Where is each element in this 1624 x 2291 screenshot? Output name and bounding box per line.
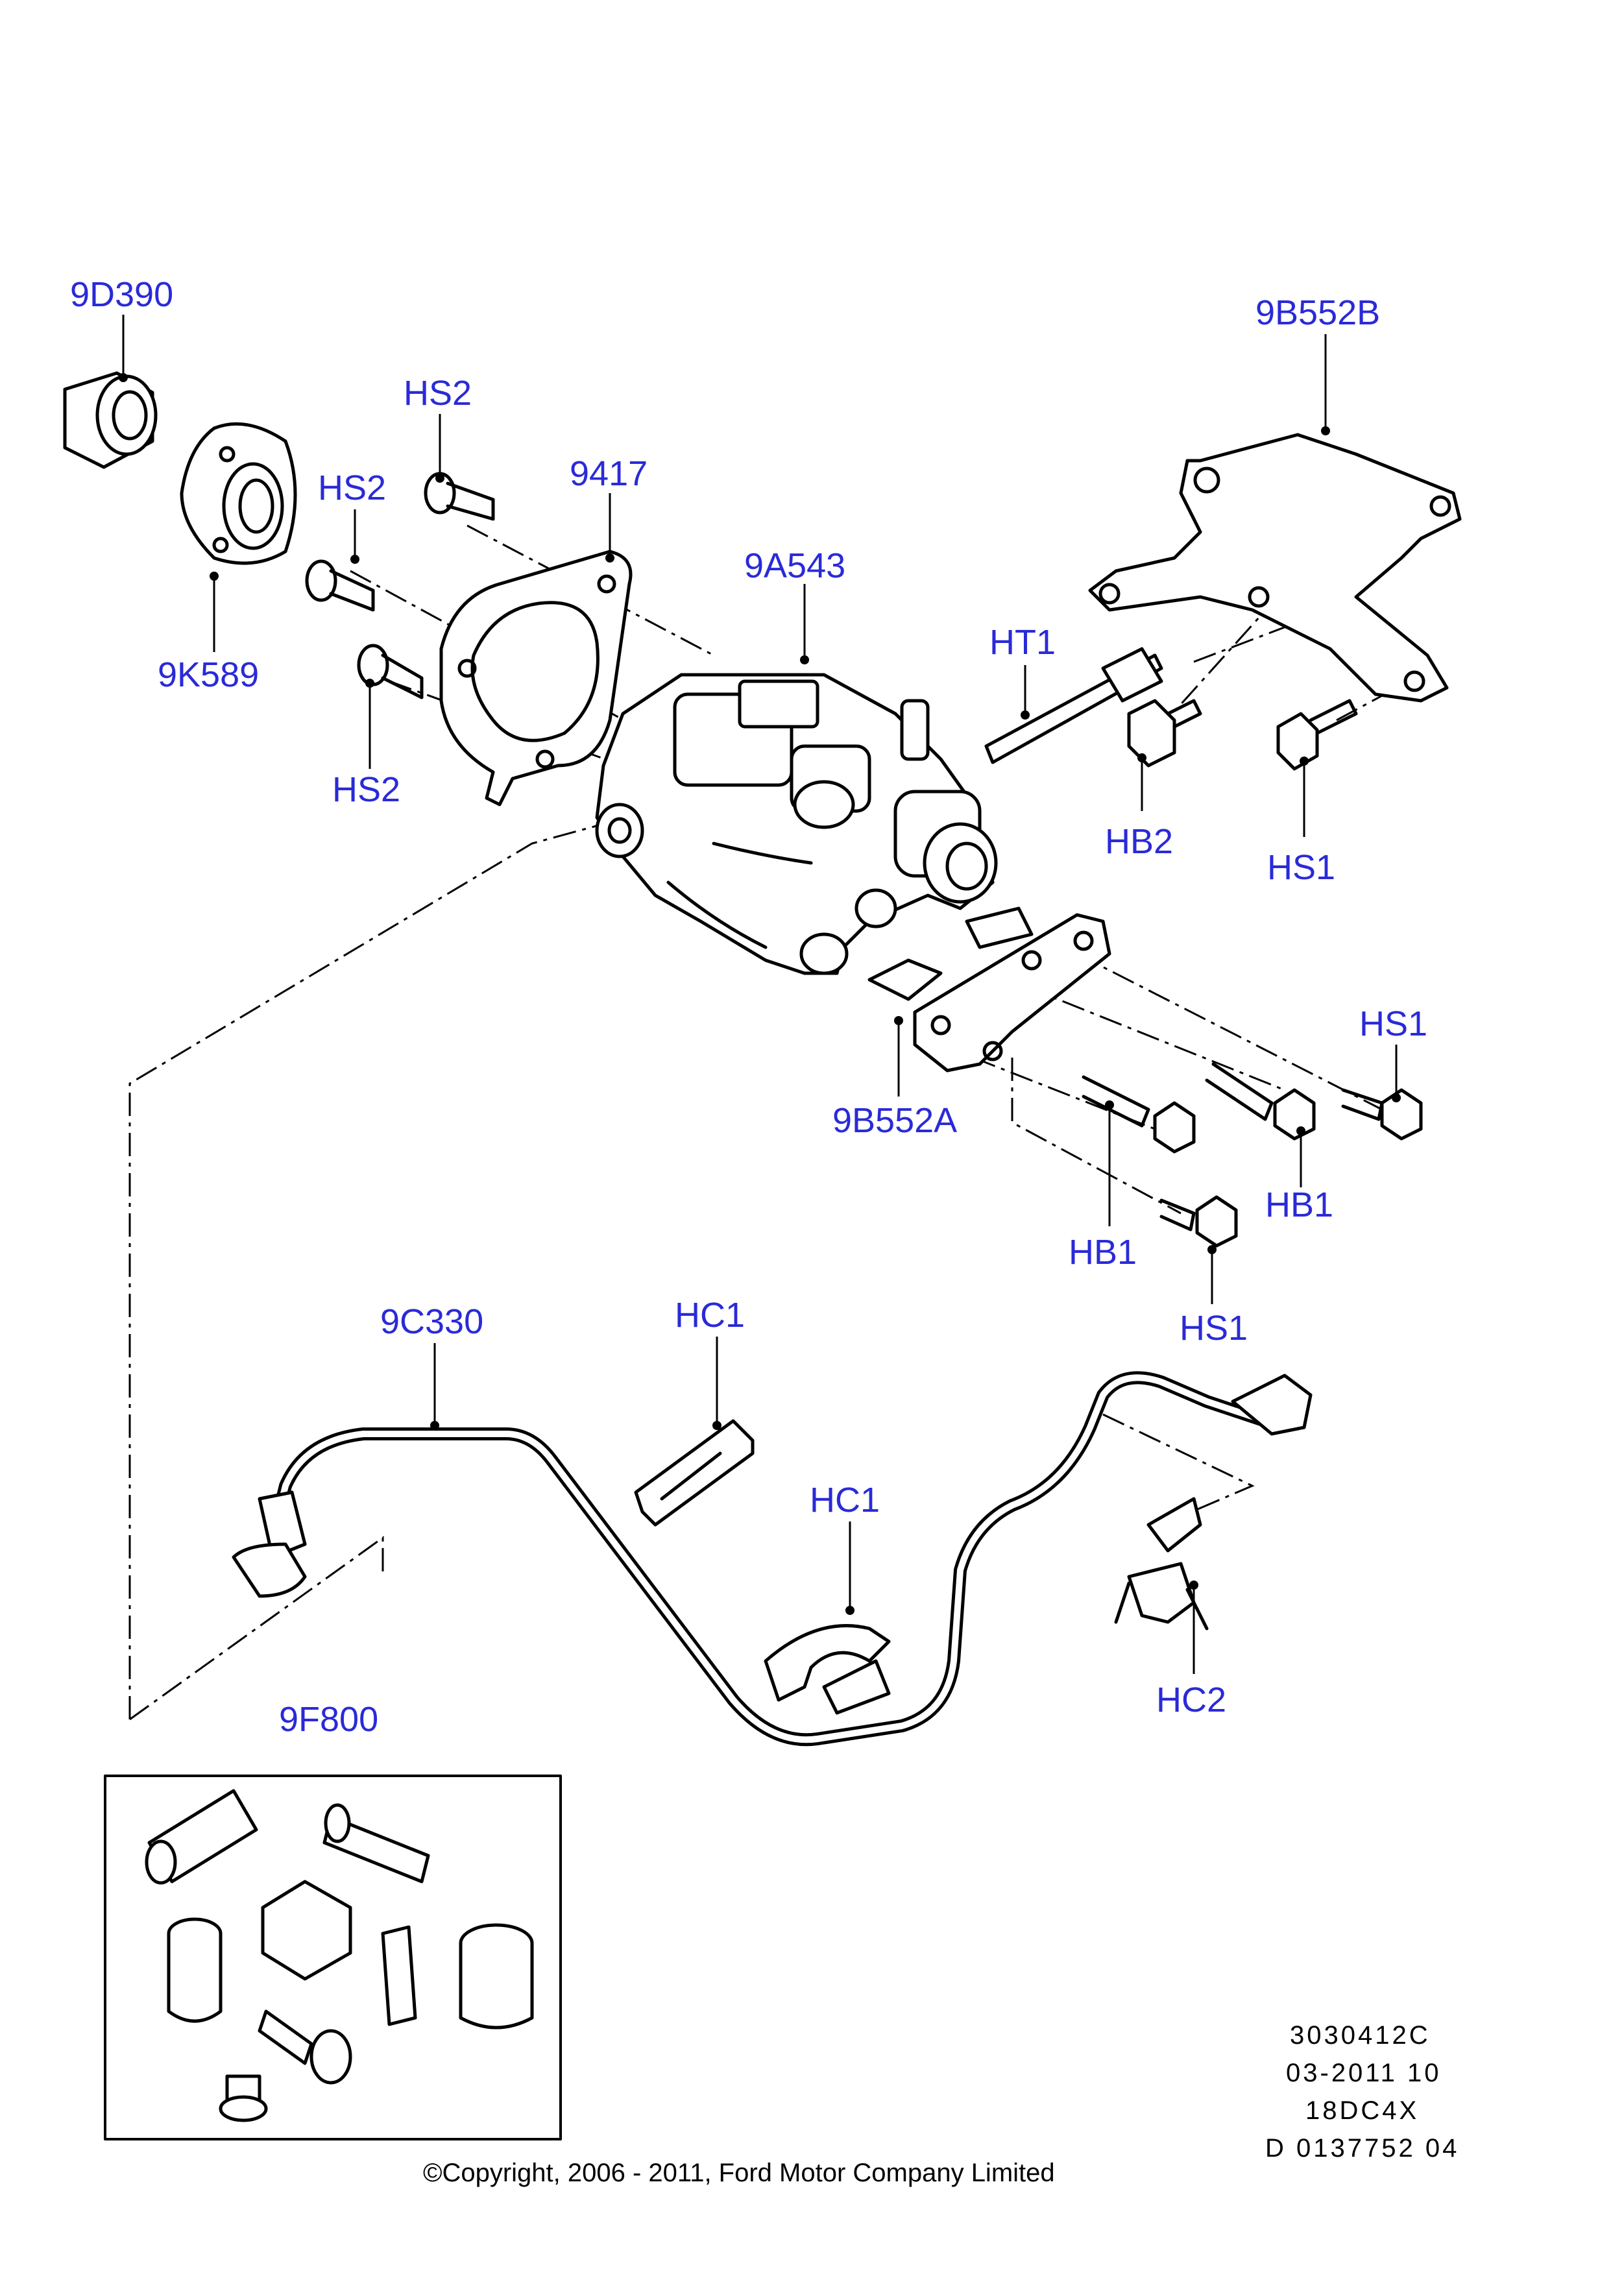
callout-9d390[interactable]: 9D390 (70, 275, 173, 314)
callout-hb2[interactable]: HB2 (1105, 822, 1173, 861)
kit-9f800[interactable] (104, 1775, 562, 2140)
reference-line-1: 3030412C (1290, 2021, 1431, 2050)
callout-9c330[interactable]: 9C330 (380, 1302, 483, 1341)
callout-9b552b[interactable]: 9B552B (1255, 293, 1380, 332)
callout-9b552a[interactable]: 9B552A (832, 1101, 957, 1140)
callout-hc1-top[interactable]: HC1 (675, 1296, 745, 1335)
callout-9k589[interactable]: 9K589 (158, 655, 259, 694)
bolt-hs1-bottom[interactable] (1159, 1195, 1238, 1248)
bolt-hb1-right[interactable] (1205, 1062, 1316, 1141)
pump-9a543[interactable] (595, 673, 998, 975)
callout-hs2-mid[interactable]: HS2 (318, 468, 386, 507)
callout-hs1-top[interactable]: HS1 (1267, 848, 1335, 887)
callout-hb1-left[interactable]: HB1 (1069, 1233, 1137, 1272)
clip-hc1-top[interactable] (634, 1419, 755, 1527)
callout-labels: 9D390 9K589 HS2 HS2 HS2 9417 9A543 9B552… (70, 275, 1427, 1739)
stud-ht1[interactable] (984, 647, 1163, 764)
gasket-9417[interactable] (439, 550, 633, 806)
callout-9f800[interactable]: 9F800 (279, 1700, 378, 1739)
reference-line-2: 03-2011 10 (1286, 2059, 1441, 2087)
callout-hc2[interactable]: HC2 (1156, 1680, 1226, 1719)
fuel-pipe-9c330[interactable] (232, 1371, 1313, 1747)
callout-hs1-bottom[interactable]: HS1 (1180, 1309, 1248, 1348)
reference-block: 3030412C 03-2011 10 18DC4X D 0137752 04 (1265, 2021, 1459, 2163)
copyright-text: ©Copyright, 2006 - 2011, Ford Motor Comp… (423, 2159, 1055, 2187)
callout-hs2-low[interactable]: HS2 (332, 770, 400, 809)
callout-hs2-top[interactable]: HS2 (404, 374, 472, 413)
clip-hc2[interactable] (1114, 1497, 1209, 1630)
callout-9a543[interactable]: 9A543 (744, 546, 845, 585)
bolt-hs1-right[interactable] (1341, 1088, 1423, 1141)
callout-ht1[interactable]: HT1 (989, 623, 1056, 662)
bracket-9b552a[interactable] (867, 906, 1111, 1073)
leader-lines (119, 315, 1401, 1674)
bolt-hs2-mid[interactable] (305, 559, 375, 612)
reference-line-4: D 0137752 04 (1265, 2134, 1459, 2163)
callout-9417[interactable]: 9417 (570, 454, 648, 493)
callout-hs1-right[interactable]: HS1 (1359, 1004, 1427, 1043)
bolt-hb1-left[interactable] (1082, 1075, 1196, 1154)
callout-hc1-bottom[interactable]: HC1 (810, 1481, 880, 1520)
hub-9k589[interactable] (180, 422, 297, 565)
bracket-9b552b[interactable] (1088, 433, 1462, 703)
bolt-hs2-top[interactable] (424, 472, 495, 521)
callout-hb1-right[interactable]: HB1 (1265, 1185, 1333, 1224)
bolt-hs1-top[interactable] (1276, 699, 1358, 771)
reference-line-3: 18DC4X (1305, 2096, 1419, 2125)
bolt-hs2-low[interactable] (357, 644, 424, 699)
clip-hc1-bottom[interactable] (764, 1624, 891, 1715)
nut-9d390[interactable] (63, 371, 158, 469)
bolt-hb2[interactable] (1127, 699, 1202, 768)
